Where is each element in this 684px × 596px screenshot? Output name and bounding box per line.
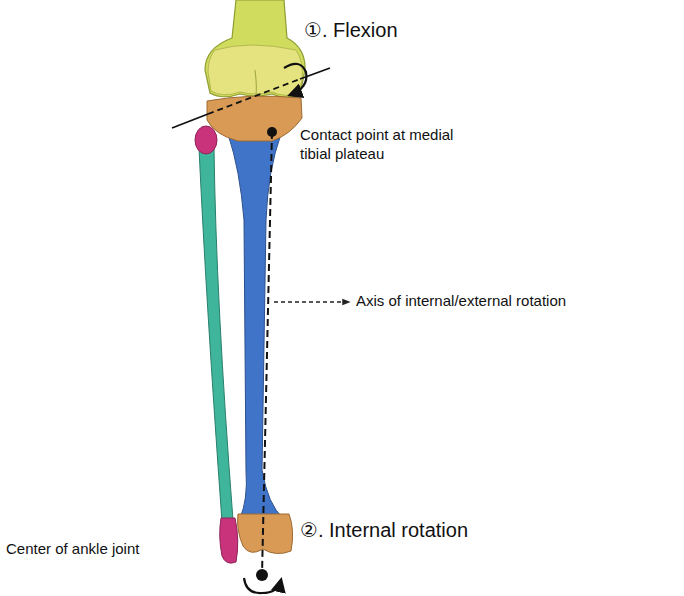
lateral-malleolus xyxy=(220,518,238,563)
fibula-head xyxy=(195,126,217,154)
flexion-arrow xyxy=(284,64,306,95)
contact-point-dot xyxy=(267,127,277,137)
annotation-label: Center of ankle joint xyxy=(6,540,139,559)
flexion-axis xyxy=(172,114,208,128)
axis-leader xyxy=(274,301,349,302)
fibula-shaft xyxy=(199,148,233,522)
rotation-axis xyxy=(262,132,272,575)
callout-title: ①. Flexion xyxy=(304,18,398,43)
annotation-label: Contact point at medial tibial plateau xyxy=(300,126,475,164)
femoral-condyles xyxy=(208,45,302,95)
distal-tibia xyxy=(238,514,293,554)
tibial-plateau xyxy=(207,96,302,141)
femur-bone xyxy=(205,0,305,97)
condyle-notch xyxy=(255,70,256,95)
tibia-shaft xyxy=(228,134,283,518)
internal-rotation-arrow xyxy=(244,578,281,593)
callout-title: ②. Internal rotation xyxy=(300,518,468,543)
ankle-center-dot xyxy=(256,569,268,581)
annotation-label: Axis of internal/external rotation xyxy=(356,292,566,311)
flexion-axis-hidden xyxy=(208,79,300,114)
